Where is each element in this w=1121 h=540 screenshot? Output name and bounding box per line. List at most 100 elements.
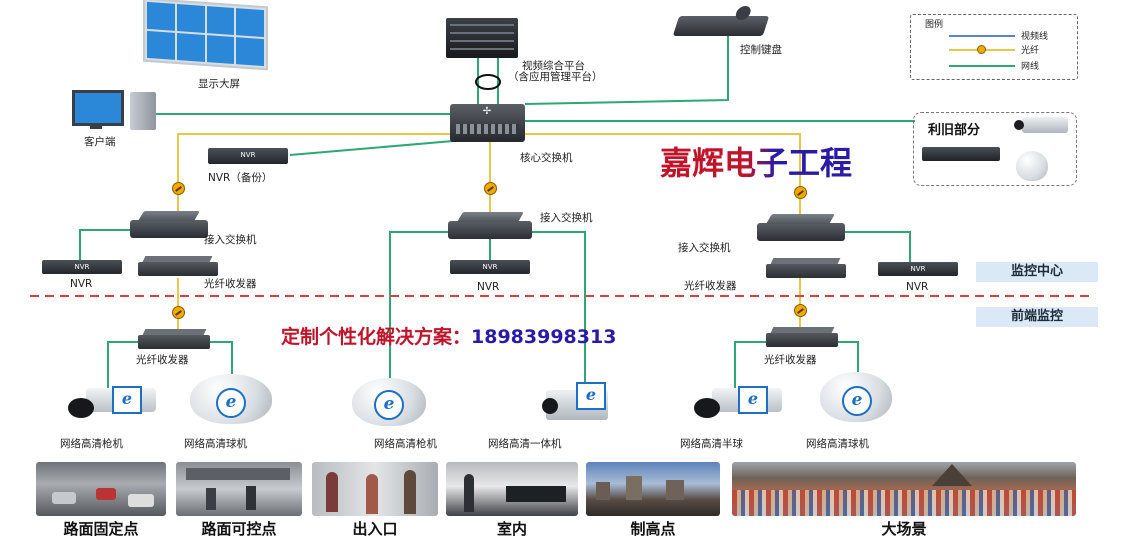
nvr-right-icon: NVR: [878, 262, 958, 276]
scene-caption: 路面固定点: [63, 520, 139, 538]
reuse-section: 利旧部分: [913, 112, 1077, 186]
watermark-contact-prefix: 定制个性化解决方案：: [281, 326, 472, 348]
net-line-right-fiber-to-cams: [734, 341, 768, 398]
dome-camera-icon: e: [190, 374, 272, 424]
legend-video-line-sample: [949, 35, 1015, 37]
scene-caption: 出入口: [352, 520, 398, 538]
fiber-marker-icon: [172, 306, 185, 319]
fiber-rx-right-label: 光纤收发器: [764, 354, 817, 366]
nvr-backup-badge: NVR: [240, 151, 256, 159]
video-platform-label-1: 视频综合平台: [522, 60, 585, 72]
e-brand-icon: e: [216, 388, 246, 418]
nvr-backup-label: NVR（备份）: [208, 172, 273, 184]
access-switch-left-label: 接入交换机: [204, 234, 257, 246]
fiber-tx-left-label: 光纤收发器: [204, 278, 257, 290]
client-label: 客户端: [84, 136, 116, 148]
monitor-center-badge: 监控中心: [976, 262, 1098, 282]
watermark-contact: 定制个性化解决方案：18983998313: [281, 322, 616, 349]
legend-fiber-label: 光纤: [1021, 46, 1040, 56]
fiber-marker-icon: [172, 182, 185, 195]
net-line-mid-bullet: [389, 231, 448, 385]
cam-dome-right-label: 网络高清球机: [806, 438, 869, 450]
server-rack-icon: [446, 18, 518, 58]
ptz-keyboard-icon: [672, 6, 770, 36]
net-line-keyboard-core: [524, 30, 729, 105]
net-line-left-nvr: [79, 229, 130, 262]
video-platform-label-2: （含应用管理平台）: [508, 71, 603, 83]
access-switch-left-icon: [130, 220, 208, 238]
e-brand-icon: e: [738, 386, 768, 414]
fiber-marker-icon: [794, 304, 807, 317]
scene-caption: 室内: [496, 520, 527, 538]
scene-caption: 大场景: [881, 520, 927, 538]
scene-photo-entrance: [312, 462, 438, 516]
legend-network-sample: [949, 65, 1015, 67]
cam-integrated-label: 网络高清一体机: [488, 438, 562, 450]
nvr-mid-badge: NVR: [482, 263, 498, 271]
e-brand-icon: e: [112, 386, 142, 414]
dome-camera-icon: e: [820, 372, 892, 422]
cam-bullet-mid-label: 网络高清枪机: [374, 438, 437, 450]
display-wall-label: 显示大屏: [198, 78, 240, 90]
scene-photo-road-ptz: [176, 462, 302, 516]
cam-dome-left-label: 网络高清球机: [184, 438, 247, 450]
legend-fiber-marker-icon: [977, 45, 986, 54]
scene-photo-large-scene: [732, 462, 1076, 516]
legend: 图例 视频线 光纤 网线: [910, 14, 1078, 80]
nvr-backup-icon: NVR: [208, 148, 288, 164]
nvr-mid-icon: NVR: [450, 260, 530, 274]
legend-video-line-label: 视频线: [1021, 32, 1049, 42]
access-switch-mid-icon: [448, 221, 532, 239]
reuse-section-label: 利旧部分: [928, 123, 981, 138]
fiber-transceiver-icon: [138, 262, 218, 276]
watermark-contact-number: 18983998313: [471, 326, 617, 348]
cam-bullet-left-label: 网络高清枪机: [60, 438, 123, 450]
net-line-right-nvr: [845, 231, 911, 262]
desktop-computer-icon: [72, 88, 162, 132]
half-dome-camera-icon: e: [692, 382, 784, 422]
bullet-camera-icon: e: [66, 382, 158, 422]
fiber-transceiver-icon: [766, 333, 838, 347]
fiber-tx-right-label: 光纤收发器: [684, 280, 737, 292]
scene-caption: 路面可控点: [201, 520, 277, 538]
access-switch-right-label: 接入交换机: [678, 242, 731, 254]
e-brand-icon: e: [576, 382, 606, 410]
nvr-left-icon: NVR: [42, 260, 122, 274]
e-brand-icon: e: [374, 390, 404, 420]
fiber-transceiver-icon: [138, 335, 210, 349]
net-line-left-fiber-to-cams: [107, 341, 138, 398]
access-switch-right-icon: [757, 223, 845, 241]
net-line-nvrbackup-core: [289, 140, 454, 156]
fiber-rx-left-label: 光纤收发器: [136, 354, 189, 366]
scene-caption: 制高点: [630, 520, 676, 538]
watermark-company-text: 嘉辉电子工程: [660, 144, 853, 182]
legend-title: 图例: [925, 20, 944, 30]
reuse-bullet-camera-icon: [1014, 117, 1068, 133]
bundle-ring: [475, 74, 501, 90]
net-line-client-core: [131, 110, 450, 115]
front-end-badge: 前端监控: [976, 307, 1098, 327]
legend-network-label: 网线: [1021, 62, 1040, 72]
e-brand-icon: e: [842, 386, 872, 416]
nvr-mid-label: NVR: [477, 281, 500, 293]
fiber-marker-icon: [794, 186, 807, 199]
nvr-right-badge: NVR: [910, 265, 926, 273]
integrated-camera-icon: e: [540, 380, 612, 422]
fiber-transceiver-icon: [766, 264, 846, 278]
nvr-right-label: NVR: [906, 281, 929, 293]
net-line-left-fiber-to-dome: [210, 341, 233, 374]
display-wall-icon: [143, 0, 268, 71]
bullet-camera-mid-icon: e: [352, 378, 426, 426]
core-switch-label: 核心交换机: [520, 152, 573, 164]
fiber-marker-icon: [484, 182, 497, 195]
reuse-dome-camera-icon: [1016, 151, 1048, 181]
scene-photo-high-point: [586, 462, 720, 516]
access-switch-mid-label: 接入交换机: [540, 212, 593, 224]
scene-photo-road-fixed: [36, 462, 166, 516]
net-line-right-fiber-to-dome: [838, 341, 859, 372]
reuse-nvr-icon: [922, 147, 1000, 161]
nvr-left-label: NVR: [70, 278, 93, 290]
net-line-mid-integrated: [532, 231, 586, 390]
